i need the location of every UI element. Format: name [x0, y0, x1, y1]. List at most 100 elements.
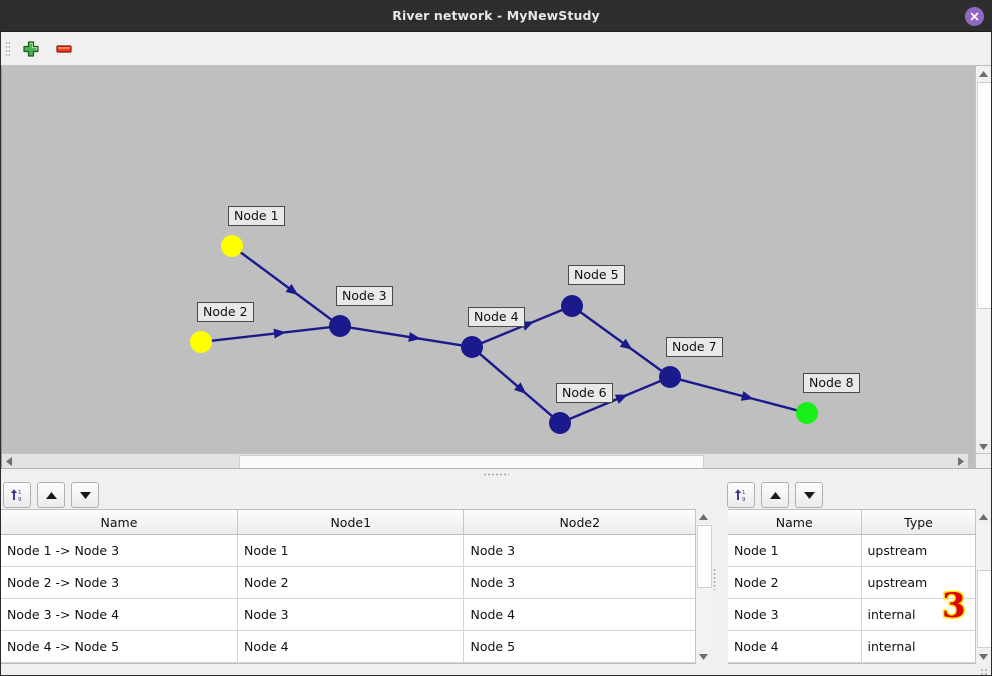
- nodes-vscroll-thumb[interactable]: [977, 570, 991, 648]
- graph-node-label-n8[interactable]: Node 8: [803, 373, 860, 393]
- table-cell[interactable]: Node 3: [237, 598, 465, 631]
- table-cell[interactable]: Node 4 -> Node 5: [1, 630, 238, 663]
- sort-order-icon[interactable]: 1 9: [727, 482, 755, 508]
- table-cell[interactable]: Node 1: [728, 534, 862, 567]
- links-vscroll-thumb[interactable]: [697, 525, 712, 588]
- scroll-down-icon[interactable]: [976, 439, 991, 454]
- table-cell[interactable]: internal: [861, 598, 976, 631]
- column-header-name[interactable]: Name: [728, 510, 862, 535]
- panel-splitter[interactable]: [1, 468, 991, 479]
- scroll-up-icon[interactable]: [976, 66, 991, 81]
- table-cell[interactable]: Node 4: [237, 630, 465, 663]
- toolbar-grip[interactable]: [5, 41, 10, 57]
- nodes-table-scrollbar[interactable]: [975, 509, 991, 664]
- graph-node-n5[interactable]: [561, 295, 583, 317]
- graph-vscroll-thumb[interactable]: [977, 82, 991, 309]
- graph-edge[interactable]: [579, 310, 663, 373]
- table-cell[interactable]: Node 3 -> Node 4: [1, 598, 238, 631]
- table-cell[interactable]: Node 4: [728, 630, 862, 663]
- graph-vertical-scrollbar[interactable]: [975, 66, 991, 454]
- graph-edge[interactable]: [478, 352, 554, 418]
- graph-node-label-n6[interactable]: Node 6: [556, 383, 613, 403]
- graph-edge[interactable]: [679, 378, 798, 412]
- graph-node-n8[interactable]: [796, 402, 818, 424]
- scroll-up-icon[interactable]: [976, 509, 991, 524]
- graph-edge[interactable]: [568, 379, 662, 421]
- table-cell[interactable]: Node 1 -> Node 3: [1, 534, 238, 567]
- resize-grip[interactable]: [980, 668, 988, 675]
- column-header-name[interactable]: Name: [1, 510, 238, 535]
- scroll-up-icon[interactable]: [696, 509, 711, 524]
- tables-splitter[interactable]: [711, 479, 717, 675]
- scroll-down-icon[interactable]: [696, 649, 711, 664]
- graph-edge[interactable]: [210, 325, 331, 343]
- table-cell-empty: [728, 662, 862, 663]
- graph-node-n3[interactable]: [329, 315, 351, 337]
- arrow-down-icon[interactable]: [795, 482, 823, 508]
- arrow-up-icon[interactable]: [37, 482, 65, 508]
- table-cell[interactable]: Node 3: [463, 534, 696, 567]
- column-header-node2[interactable]: Node2: [463, 510, 696, 535]
- graph-canvas[interactable]: Node 1 Node 2 Node 3 Node 4 Node 5 Node 6 Node…: [2, 66, 968, 454]
- scroll-right-icon[interactable]: [954, 454, 968, 468]
- graph-node-label-n7[interactable]: Node 7: [666, 337, 723, 357]
- splitter-grip[interactable]: [483, 473, 509, 476]
- graph-node-n6[interactable]: [549, 412, 571, 434]
- graph-node-label-n3[interactable]: Node 3: [336, 286, 393, 306]
- tables-splitter-grip[interactable]: [712, 567, 716, 590]
- table-cell[interactable]: internal: [861, 630, 976, 663]
- table-cell[interactable]: Node 5: [463, 630, 696, 663]
- network-graph-panel[interactable]: Node 1 Node 2 Node 3 Node 4 Node 5 Node 6 Node…: [1, 66, 991, 469]
- svg-text:9: 9: [18, 497, 22, 503]
- table-cell[interactable]: upstream: [861, 566, 976, 599]
- graph-edge-arrow: [619, 338, 633, 350]
- table-cell[interactable]: Node 2 -> Node 3: [1, 566, 238, 599]
- table-cell[interactable]: Node 4: [463, 598, 696, 631]
- graph-node-label-n1[interactable]: Node 1: [228, 206, 285, 226]
- scrollbar-corner: [975, 453, 991, 468]
- minus-icon[interactable]: [52, 37, 76, 61]
- graph-edge[interactable]: [349, 326, 463, 347]
- table-cell[interactable]: Node 3: [728, 598, 862, 631]
- graph-node-n7[interactable]: [659, 366, 681, 388]
- table-cell[interactable]: Node 3: [463, 566, 696, 599]
- graph-node-n2[interactable]: [190, 331, 212, 353]
- table-cell[interactable]: Node 2: [728, 566, 862, 599]
- graph-node-label-n2[interactable]: Node 2: [197, 302, 254, 322]
- graph-hscroll-thumb[interactable]: [239, 455, 704, 469]
- links-table-scrollbar[interactable]: [695, 509, 712, 664]
- plus-icon[interactable]: [19, 37, 43, 61]
- arrow-up-icon[interactable]: [761, 482, 789, 508]
- table-cell[interactable]: Node 2: [237, 566, 465, 599]
- scroll-down-icon[interactable]: [976, 649, 991, 664]
- table-cell[interactable]: upstream: [861, 534, 976, 567]
- table-cell[interactable]: Node 1: [237, 534, 465, 567]
- arrow-down-icon[interactable]: [71, 482, 99, 508]
- scroll-left-icon[interactable]: [2, 454, 16, 468]
- sort-order-icon[interactable]: 1 9: [3, 482, 31, 508]
- column-header-node1[interactable]: Node1: [237, 510, 465, 535]
- graph-node-n4[interactable]: [461, 336, 483, 358]
- graph-horizontal-scrollbar[interactable]: [2, 453, 968, 469]
- close-icon[interactable]: [965, 7, 984, 26]
- graph-node-label-n4[interactable]: Node 4: [468, 307, 525, 327]
- graph-edge[interactable]: [239, 250, 333, 322]
- graph-edge-arrow: [614, 394, 628, 404]
- graph-node-label-n5[interactable]: Node 5: [568, 265, 625, 285]
- column-header-type[interactable]: Type: [861, 510, 976, 535]
- graph-node-n1[interactable]: [221, 235, 243, 257]
- nodes-pane-footer: [717, 664, 991, 675]
